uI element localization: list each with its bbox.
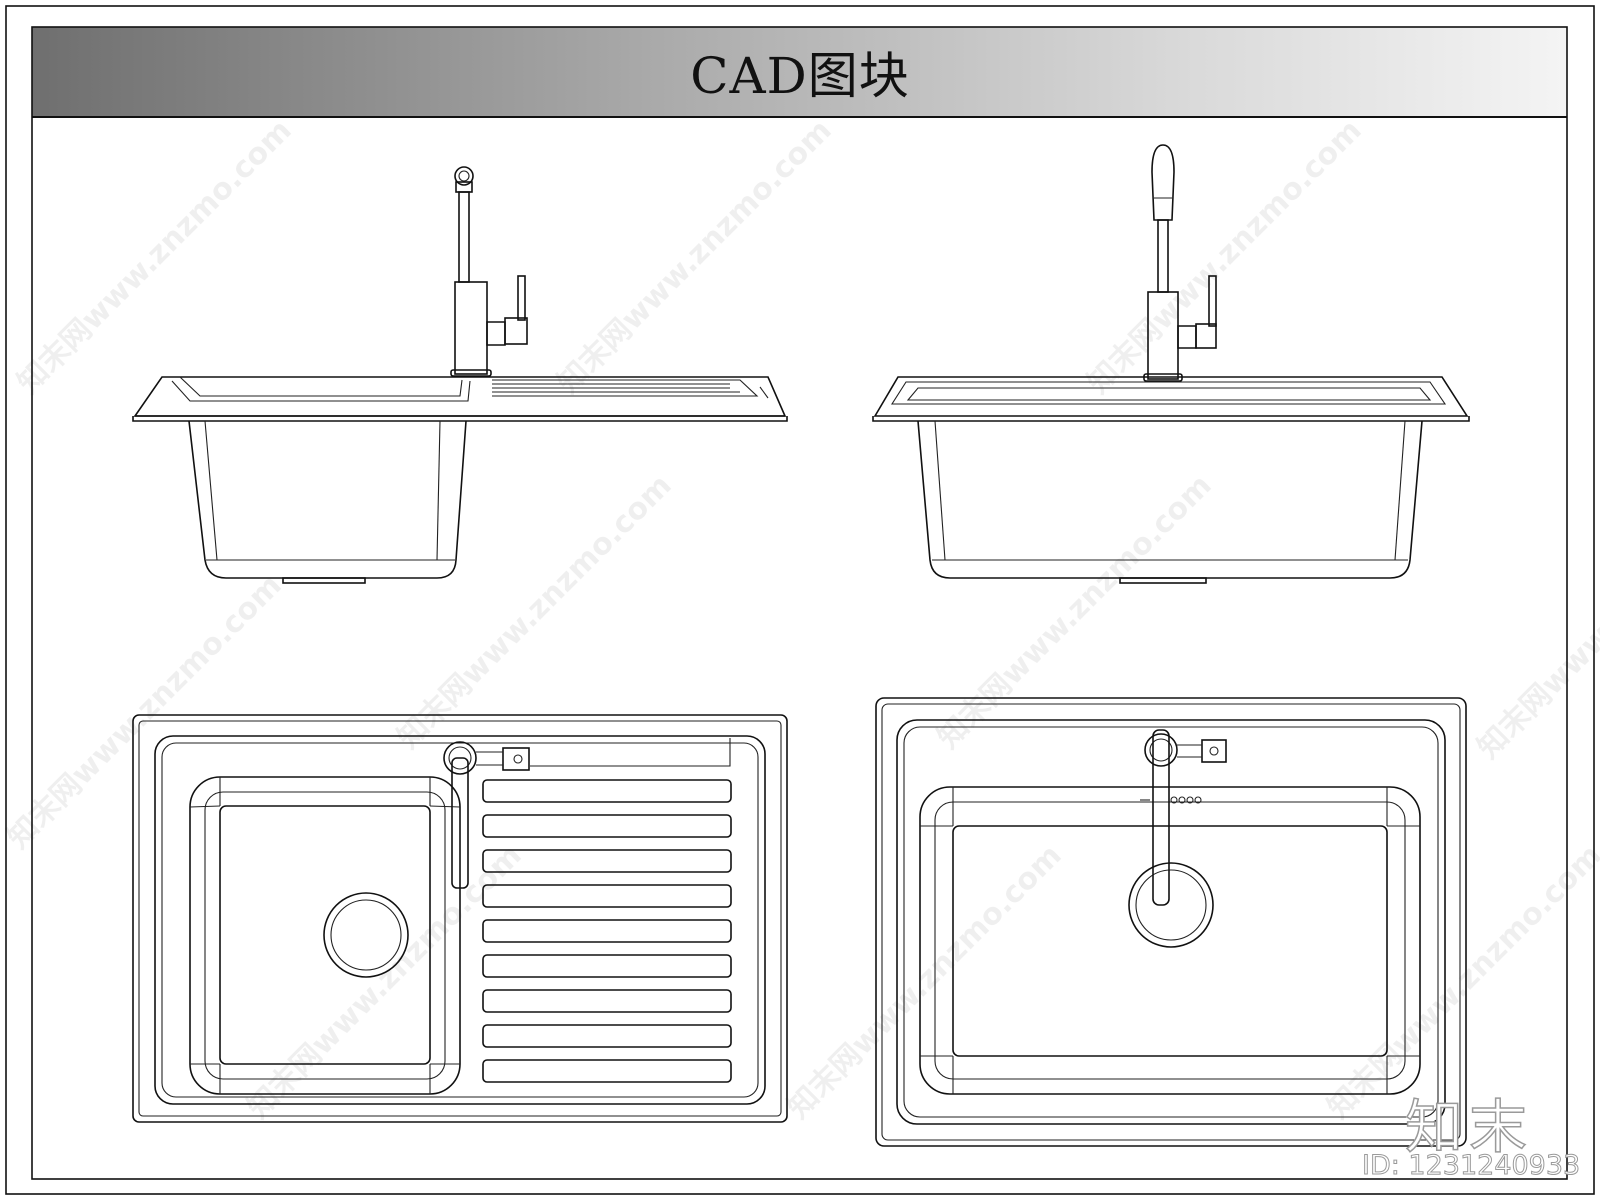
watermark-1: 知末网www.znzmo.com [11, 113, 299, 401]
double-bowl-sink-plan [132, 714, 788, 1123]
watermark-6: 知末网www.znzmo.com [931, 468, 1219, 756]
page-title: CAD图块 [690, 46, 910, 105]
watermark-5: 知末网www.znzmo.com [391, 468, 679, 756]
outer-border [5, 5, 1595, 1195]
watermark-10: 知末网www.znzmo.com [1471, 478, 1600, 766]
inner-border [31, 26, 1568, 1180]
watermark-2: 知末网www.znzmo.com [551, 113, 839, 401]
title-bar [32, 27, 1567, 118]
watermark-layer: 知末网www.znzmo.com 知末网www.znzmo.com 知末网www… [1, 113, 1600, 1126]
brand-logo: 知末 [1404, 1092, 1534, 1162]
double-bowl-sink-front-elevation [132, 166, 788, 584]
id-label: ID: 1231240933 [1362, 1150, 1581, 1182]
watermark-8: 知末网www.znzmo.com [781, 838, 1069, 1126]
single-bowl-sink-plan [875, 697, 1467, 1147]
watermark-3: 知末网www.znzmo.com [1081, 113, 1369, 401]
single-bowl-sink-front-elevation [872, 144, 1470, 584]
watermark-4: 知末网www.znzmo.com [1, 568, 289, 856]
drainboard-ribs [482, 779, 732, 1083]
